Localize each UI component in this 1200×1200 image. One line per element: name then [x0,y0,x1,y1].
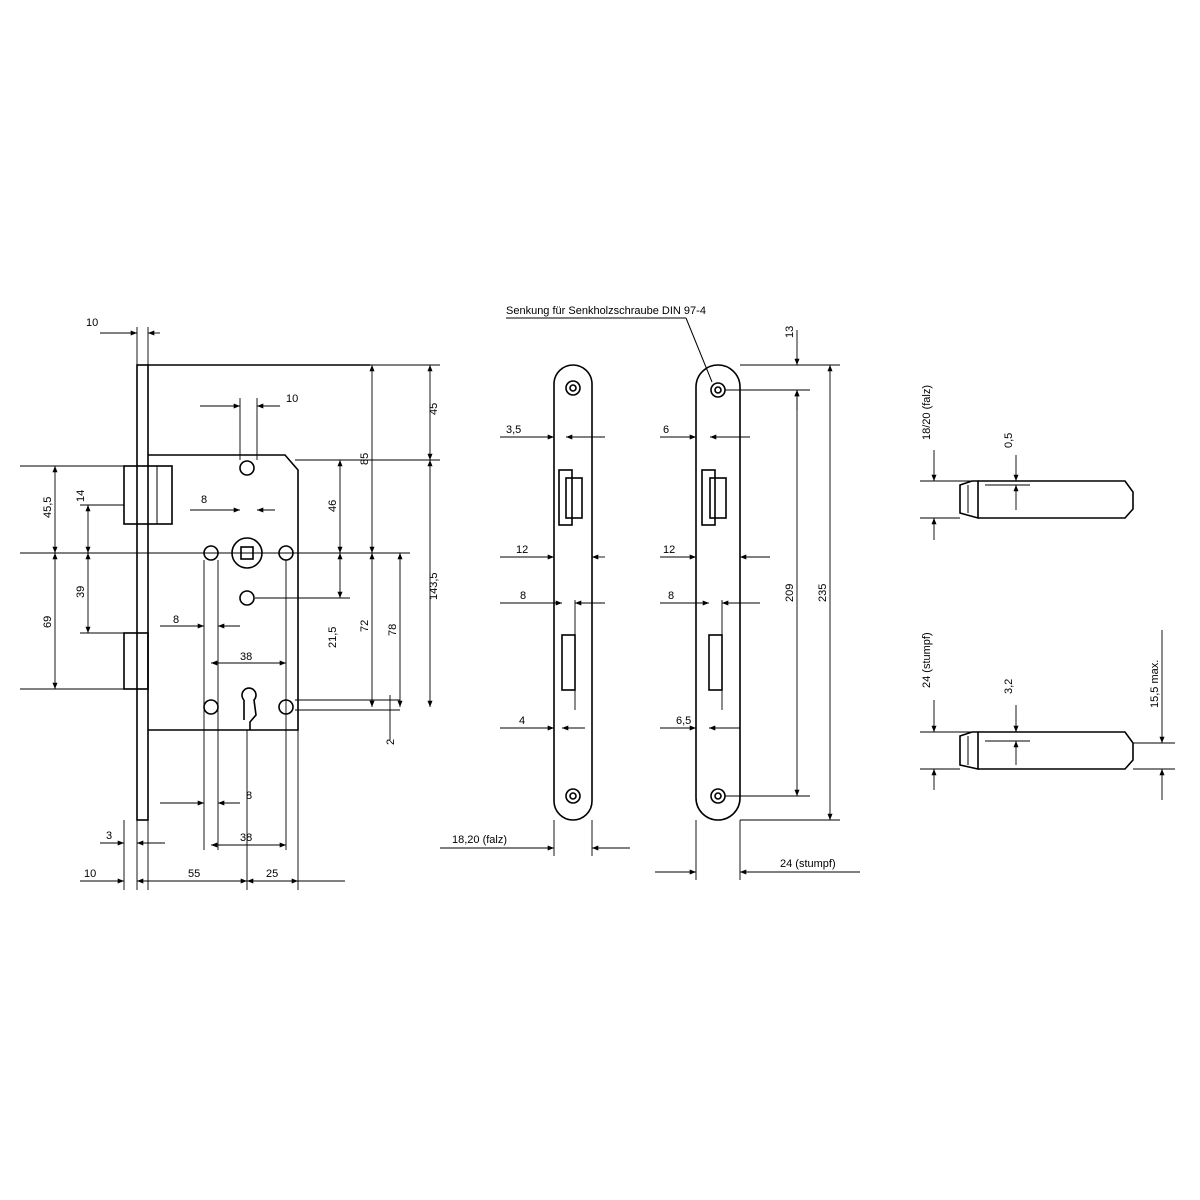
dead-bolt [123,632,149,690]
countersink-note: Senkung für Senkholzschraube DIN 97-4 [506,305,706,317]
dim-85: 85 [359,453,371,465]
fb-dim-width: 24 (stumpf) [780,858,836,870]
bolt-bottom-outline [978,731,1134,770]
faceplate-b-bolt-opening [708,634,723,691]
faceplate-view-a: 3,5 12 8 4 18,20 (falz) [440,364,630,856]
dim-10-top: 10 [86,317,98,329]
dim-72: 72 [359,620,371,632]
dim-45: 45 [428,403,440,415]
dim-8-low: 8 [246,790,252,802]
dim-14: 14 [75,490,87,502]
bolt-bottom-dim-3-2: 3,2 [1003,679,1015,694]
dim-45-5: 45,5 [42,497,54,518]
dim-10-bottom: 10 [84,868,96,880]
fa-dim-4: 4 [519,715,525,727]
fb-dim-209: 209 [784,584,796,602]
fb-dim-6: 6 [663,424,669,436]
dim-25: 25 [266,868,278,880]
lock-case-view: 10 10 45 85 46 45,5 14 8 39 69 8 38 21,5… [20,317,440,890]
faceplate-a-outline [553,364,593,821]
dim-78: 78 [387,624,399,636]
dim-143-5: 143,5 [428,572,440,600]
fb-dim-8: 8 [668,590,674,602]
dim-38-mid: 38 [240,651,252,663]
dim-10-inner: 10 [286,393,298,405]
bolt-detail-bottom: 24 (stumpf) 3,2 15,5 max. [920,630,1175,800]
fb-dim-13: 13 [784,326,796,338]
dim-2: 2 [385,739,397,745]
faceplate-a-bolt-opening [561,634,576,691]
dim-3: 3 [106,830,112,842]
bolt-top-outline [978,480,1134,519]
faceplate-b-latch-opening [701,469,716,526]
dim-69: 69 [42,616,54,628]
dim-38-low: 38 [240,832,252,844]
bolt-bottom-dim-24: 24 (stumpf) [921,632,933,688]
dim-39: 39 [75,586,87,598]
fb-dim-235: 235 [817,584,829,602]
dim-8-mid: 8 [173,614,179,626]
faceplate-b-outline [695,364,741,821]
bolt-detail-top: 18/20 (falz) 0,5 [920,385,1134,540]
bolt-bottom-dim-15-5: 15,5 max. [1149,660,1161,708]
bolt-top-dim-0-5: 0,5 [1003,433,1015,448]
dim-55: 55 [188,868,200,880]
faceplate-a-latch-opening [558,469,573,526]
keyhole [241,687,257,730]
fb-dim-12: 12 [663,544,675,556]
fa-dim-12: 12 [516,544,528,556]
case-body [148,364,370,731]
fa-dim-3-5: 3,5 [506,424,521,436]
dim-46: 46 [327,500,339,512]
faceplate-view-b: Senkung für Senkholzschraube DIN 97-4 [506,305,860,880]
dim-21-5: 21,5 [327,627,339,648]
dim-8-top: 8 [201,494,207,506]
fb-dim-6-5: 6,5 [676,715,691,727]
fa-dim-width: 18,20 (falz) [452,834,507,846]
bolt-top-dim-1820: 18/20 (falz) [921,385,933,440]
latch-bolt [123,465,173,525]
forend-plate [136,364,149,821]
fa-dim-8: 8 [520,590,526,602]
